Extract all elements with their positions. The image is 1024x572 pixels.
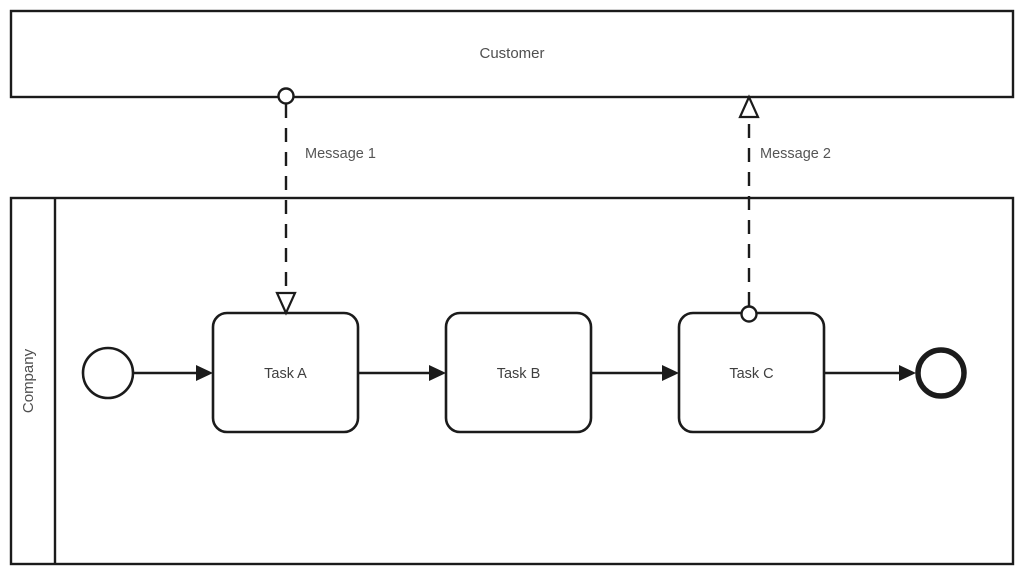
sequence-flow-arrowhead	[429, 365, 446, 381]
end-event[interactable]	[915, 347, 967, 399]
message-flow-2-label: Message 2	[760, 146, 831, 162]
message-flow-2[interactable]: Message 2	[738, 94, 831, 323]
pool-customer-label: Customer	[479, 45, 544, 62]
sequence-flow-task-b-to-task-c[interactable]	[591, 365, 679, 381]
start-event-circle[interactable]	[81, 346, 135, 400]
task-b[interactable]: Task B	[444, 311, 593, 434]
pool-customer-rect[interactable]	[9, 9, 1015, 99]
task-c[interactable]: Task C	[677, 311, 826, 434]
task-c-label: Task C	[729, 366, 773, 382]
sequence-flow-start-to-task-a[interactable]	[133, 365, 213, 381]
pool-company-label: Company	[20, 348, 37, 413]
message-flow-1[interactable]: Message 1	[275, 87, 376, 316]
pool-customer[interactable]: Customer	[9, 9, 1015, 99]
message-flow-1-source-circle-icon	[277, 87, 295, 105]
message-flow-1-label: Message 1	[305, 146, 376, 162]
sequence-flow-task-a-to-task-b[interactable]	[358, 365, 446, 381]
task-a-label: Task A	[264, 366, 307, 382]
end-event-circle[interactable]	[915, 347, 967, 399]
sequence-flow-task-c-to-end[interactable]	[824, 365, 916, 381]
message-flow-2-source-circle-icon	[740, 305, 758, 323]
task-a[interactable]: Task A	[211, 311, 360, 434]
task-b-label: Task B	[497, 366, 541, 382]
message-flow-2-arrowhead-icon	[738, 94, 760, 119]
sequence-flow-arrowhead	[196, 365, 213, 381]
sequence-flow-arrowhead	[899, 365, 916, 381]
message-flow-1-arrowhead-icon	[275, 291, 297, 316]
start-event[interactable]	[81, 346, 135, 400]
sequence-flow-arrowhead	[662, 365, 679, 381]
